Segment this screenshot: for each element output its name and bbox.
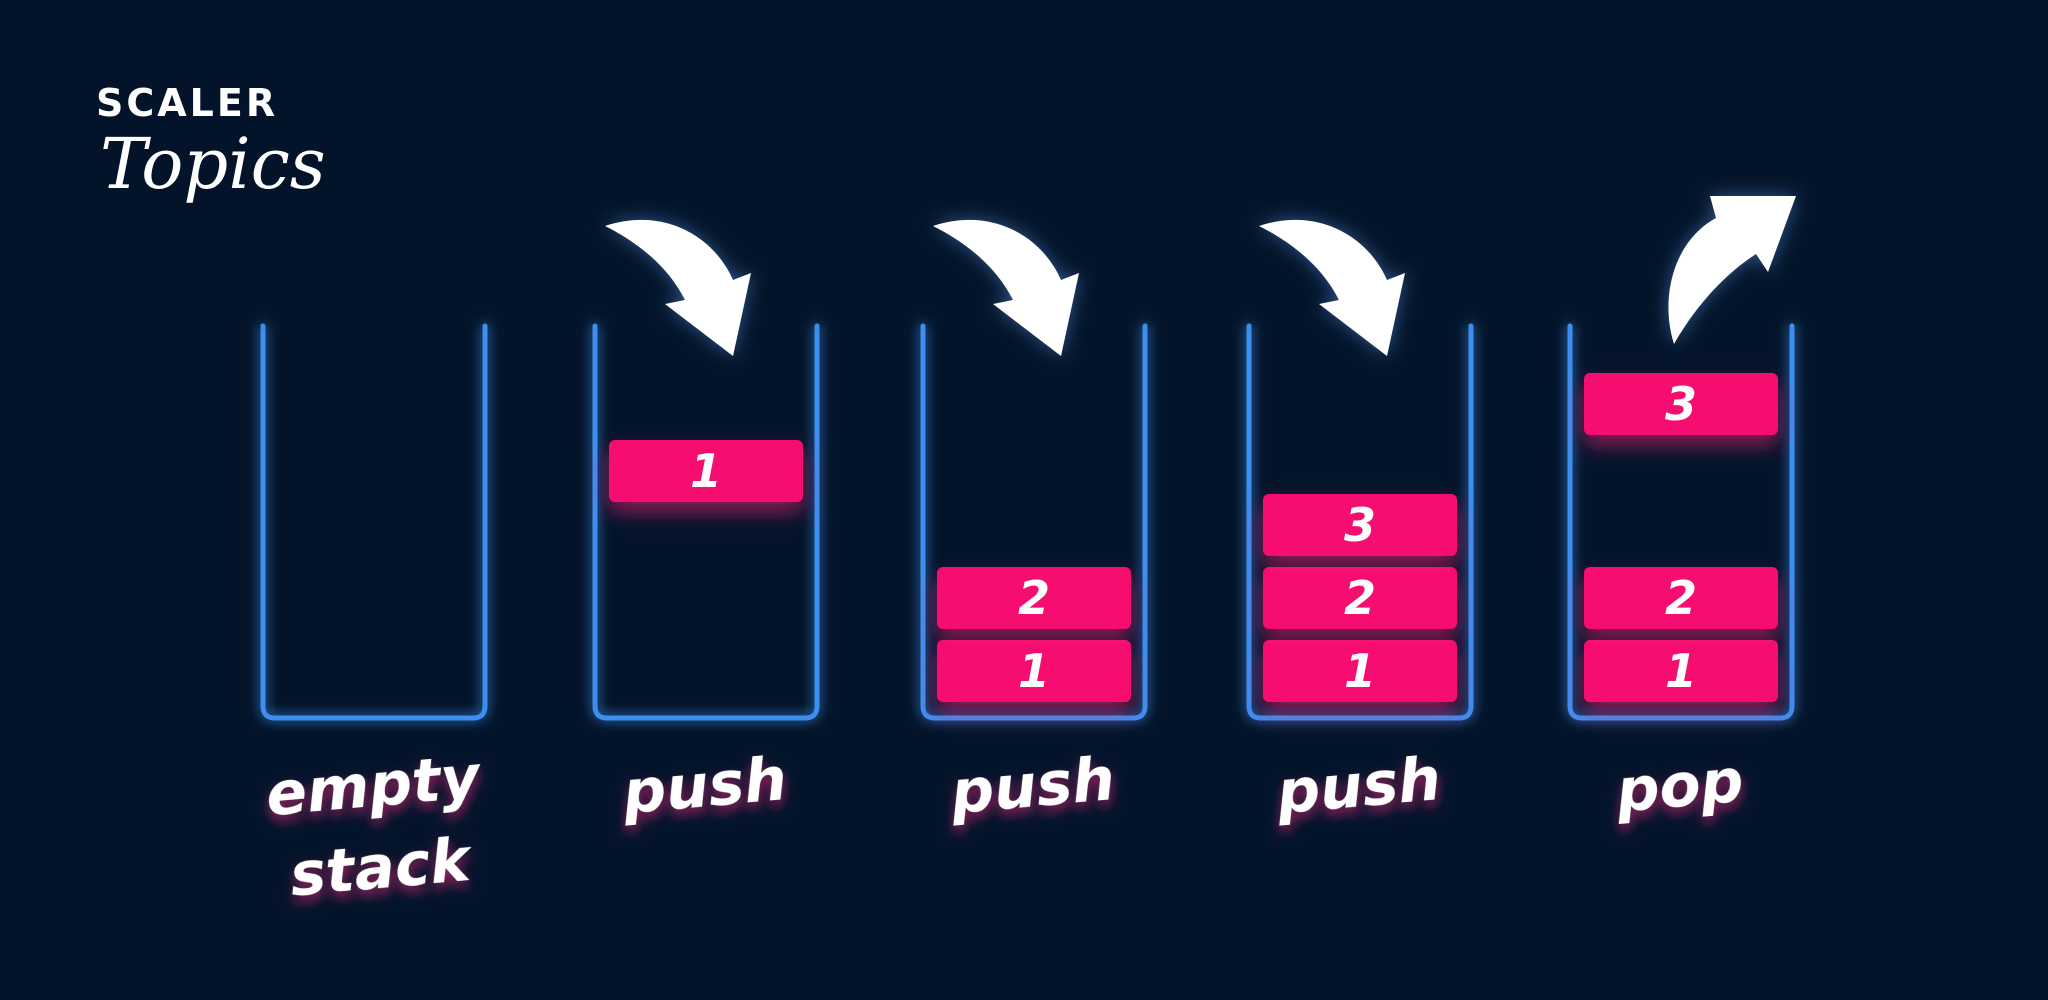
push-arrow-icon [605, 219, 751, 356]
stack-block [937, 567, 1131, 629]
stack-block-box [1263, 494, 1457, 556]
operation-label: push [619, 744, 790, 828]
operation-label-line: push [1273, 744, 1444, 828]
stack-block [1263, 567, 1457, 629]
stack-block-box [1584, 373, 1778, 435]
stack-block-box [1584, 567, 1778, 629]
stack-block [1263, 640, 1457, 702]
stack-block-box [1584, 640, 1778, 702]
pop-arrow-icon [1668, 196, 1796, 344]
stack-block [937, 640, 1131, 702]
stack-block-value: 1 [1344, 644, 1376, 698]
operation-label: pop [1612, 746, 1746, 827]
stack-block [609, 440, 803, 502]
stack-block-box [937, 640, 1131, 702]
stack-block-value: 2 [1344, 571, 1376, 625]
scaler-topics-logo: SCALER Topics [96, 81, 326, 205]
stack-block [1584, 567, 1778, 629]
stack-container [260, 323, 488, 721]
stack-block-value: 3 [1665, 377, 1697, 431]
stack-block-value: 1 [1665, 644, 1697, 698]
operation-label: push [947, 744, 1118, 828]
operation-label-line: stack [287, 825, 476, 911]
stack-block [1584, 373, 1778, 435]
operation-label: push [1273, 744, 1444, 828]
logo-wordmark-bottom: Topics [100, 123, 326, 205]
stack-block-box [609, 440, 803, 502]
logo-wordmark-top: SCALER [96, 81, 278, 125]
stack-container [592, 323, 820, 721]
stack-container [1246, 323, 1474, 721]
stack-block-box [1263, 567, 1457, 629]
push-arrow-icon [1259, 219, 1405, 356]
stack-block-value: 3 [1344, 498, 1376, 552]
stack-3: 1 2 push [920, 219, 1148, 828]
stack-block [1263, 494, 1457, 556]
stack-block-value: 1 [1018, 644, 1050, 698]
stack-block-value: 2 [1665, 571, 1697, 625]
stack-container [1567, 323, 1795, 721]
stack-block [1584, 640, 1778, 702]
stack-block-value: 2 [1018, 571, 1050, 625]
push-arrow-icon [933, 219, 1079, 356]
stack-4: 1 2 3 push [1246, 219, 1474, 828]
operation-label-line: push [619, 744, 790, 828]
stack-container [920, 323, 1148, 721]
stack-2: 1 push [592, 219, 820, 828]
stack-5: 1 2 3 pop [1567, 196, 1796, 827]
operation-label-line: push [947, 744, 1118, 828]
stack-block-value: 1 [690, 444, 722, 498]
stack-block-box [937, 567, 1131, 629]
operation-label-line: pop [1612, 746, 1746, 827]
stack-block-box [1263, 640, 1457, 702]
